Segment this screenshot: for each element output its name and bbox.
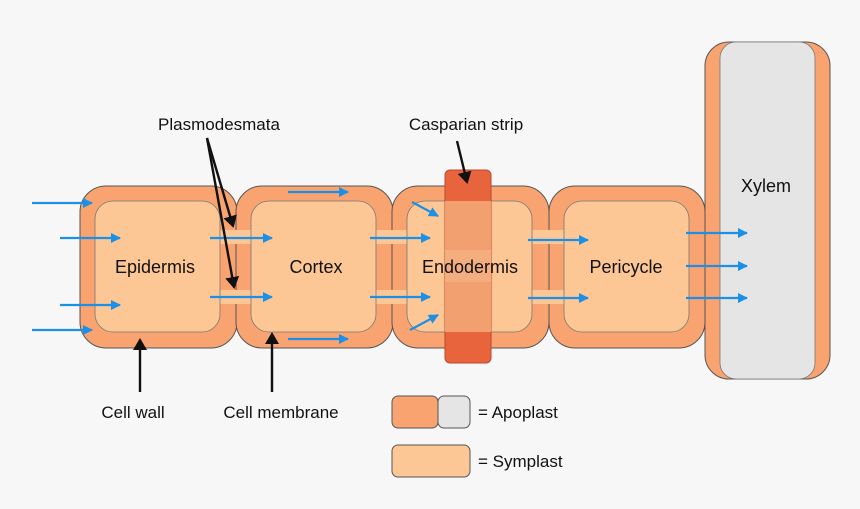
- legend-apoplast-wall-swatch: [391, 395, 439, 429]
- endodermis-label: Endodermis: [422, 257, 518, 277]
- water-arrow: [411, 201, 439, 217]
- casparian-strip: [444, 169, 492, 364]
- cell-membrane-label: Cell membrane: [223, 403, 338, 422]
- xylem-lumen: [719, 41, 816, 380]
- cortex-label: Cortex: [289, 257, 342, 277]
- plasmodesmata-pointer: [205, 137, 240, 289]
- casparian-strip-shade: [445, 250, 491, 282]
- water-arrow: [409, 314, 439, 331]
- pointer-arrows: [133, 137, 472, 392]
- annotation-labels: Plasmodesmata Casparian strip Cell wall …: [101, 115, 523, 422]
- plasmodesma: [530, 230, 564, 244]
- plasmodesmata-pointer: [205, 137, 237, 228]
- water-flow-arrows: [32, 187, 748, 344]
- plasmodesmata-label: Plasmodesmata: [158, 115, 280, 134]
- casparian-strip-label: Casparian strip: [409, 115, 523, 134]
- xylem-label: Xylem: [741, 176, 791, 196]
- epidermis-cytoplasm: [94, 200, 221, 333]
- cell-labels: Epidermis Cortex Endodermis Pericycle Xy…: [115, 176, 791, 277]
- pericycle-label: Pericycle: [589, 257, 662, 277]
- legend-apoplast-label: = Apoplast: [478, 403, 558, 422]
- cell-wall-label: Cell wall: [101, 403, 164, 422]
- legend-apoplast-xylem-swatch: [437, 395, 471, 429]
- legend: = Apoplast = Symplast: [391, 395, 563, 478]
- epidermis-label: Epidermis: [115, 257, 195, 277]
- casparian-strip-pointer: [455, 140, 472, 184]
- cortex-cytoplasm: [250, 200, 377, 333]
- legend-symplast-label: = Symplast: [478, 452, 563, 471]
- legend-symplast-swatch: [391, 444, 471, 478]
